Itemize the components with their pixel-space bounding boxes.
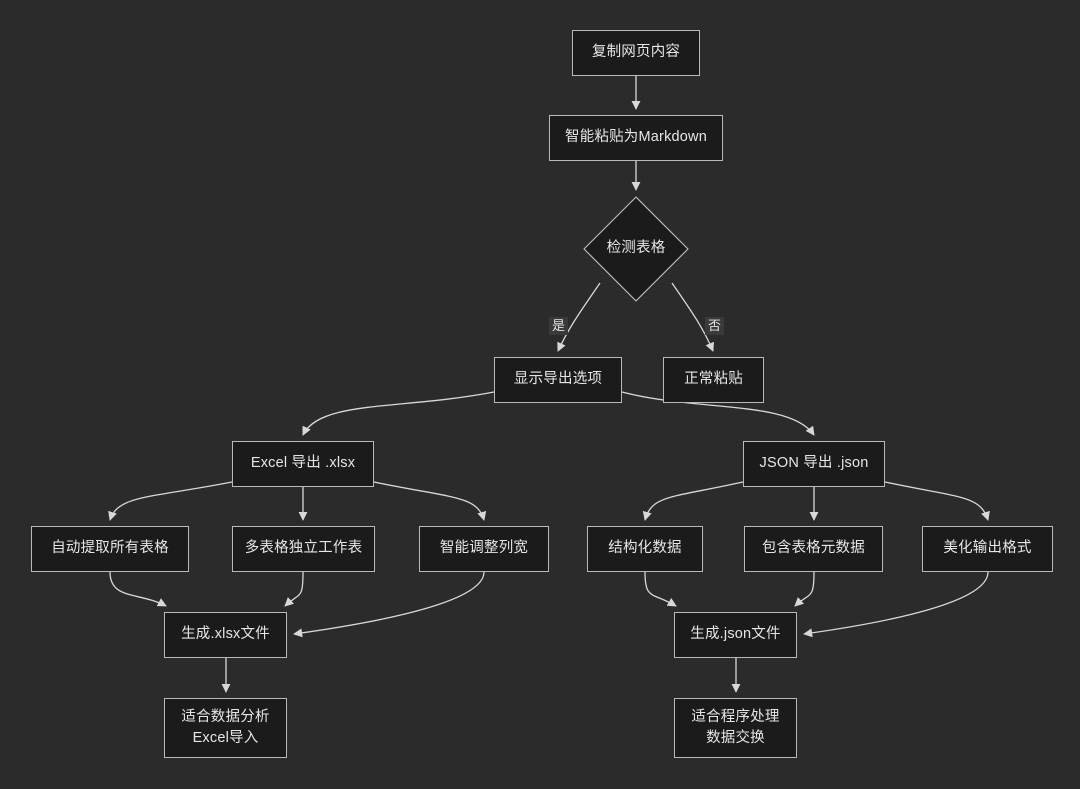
flow-node-j_feat3[interactable]: 美化输出格式 [922, 526, 1053, 572]
flow-node-label: 检测表格 [606, 240, 666, 257]
flow-node-label: 适合数据分析 Excel导入 [181, 708, 270, 746]
flow-node-j_feat2[interactable]: 包含表格元数据 [744, 526, 883, 572]
flow-node-label: 智能调整列宽 [439, 540, 529, 557]
flow-node-copy[interactable]: 复制网页内容 [572, 30, 700, 76]
flow-node-label: JSON 导出 .json [759, 455, 869, 472]
flow-node-label: 生成.xlsx文件 [181, 626, 270, 643]
flow-edge [373, 481, 487, 521]
flow-edge [108, 481, 233, 521]
flow-node-label: 正常粘贴 [684, 371, 743, 388]
flow-node-label: 美化输出格式 [943, 540, 1032, 557]
flow-edge [794, 571, 815, 607]
flow-node-label: Excel 导出 .xlsx [250, 455, 356, 472]
flow-node-label: 显示导出选项 [513, 371, 603, 388]
flow-node-gen_json[interactable]: 生成.json文件 [674, 612, 797, 658]
flow-node-json_export[interactable]: JSON 导出 .json [743, 441, 885, 487]
flow-node-label: 适合程序处理 数据交换 [691, 708, 780, 746]
flow-edge [642, 481, 744, 521]
flow-node-label: 生成.json文件 [690, 626, 781, 643]
flow-node-label: 结构化数据 [608, 540, 682, 557]
flow-node-label: 智能粘贴为Markdown [565, 129, 707, 146]
flow-edge [302, 391, 495, 436]
flow-edge [293, 571, 485, 638]
flow-node-show_export[interactable]: 显示导出选项 [494, 357, 622, 403]
flow-node-detect[interactable]: 检测表格 [583, 196, 689, 302]
flow-edge [671, 282, 714, 352]
flow-edge [109, 571, 167, 607]
edge-label: 是 [549, 317, 569, 336]
flow-edge [644, 571, 677, 607]
diamond-shape-icon [583, 196, 689, 302]
edge-label: 否 [705, 317, 725, 336]
flow-node-label: 包含表格元数据 [762, 540, 865, 557]
flow-node-excel_export[interactable]: Excel 导出 .xlsx [232, 441, 374, 487]
flow-node-gen_xlsx[interactable]: 生成.xlsx文件 [164, 612, 287, 658]
flow-node-label: 自动提取所有表格 [51, 540, 169, 557]
flow-node-x_feat2[interactable]: 多表格独立工作表 [232, 526, 375, 572]
flow-node-x_feat3[interactable]: 智能调整列宽 [419, 526, 549, 572]
flow-edge [803, 571, 989, 638]
flow-edge [621, 391, 815, 436]
flow-node-label: 多表格独立工作表 [244, 540, 363, 557]
flow-node-json_use[interactable]: 适合程序处理 数据交换 [674, 698, 797, 758]
flow-node-paste_md[interactable]: 智能粘贴为Markdown [549, 115, 723, 161]
flow-edge [557, 282, 601, 352]
flow-node-j_feat1[interactable]: 结构化数据 [587, 526, 703, 572]
flow-node-normal_paste[interactable]: 正常粘贴 [663, 357, 764, 403]
flow-edge [284, 571, 304, 607]
flow-node-label: 复制网页内容 [591, 44, 681, 61]
flow-node-xlsx_use[interactable]: 适合数据分析 Excel导入 [164, 698, 287, 758]
flow-node-x_feat1[interactable]: 自动提取所有表格 [31, 526, 189, 572]
flow-edge [884, 481, 990, 521]
